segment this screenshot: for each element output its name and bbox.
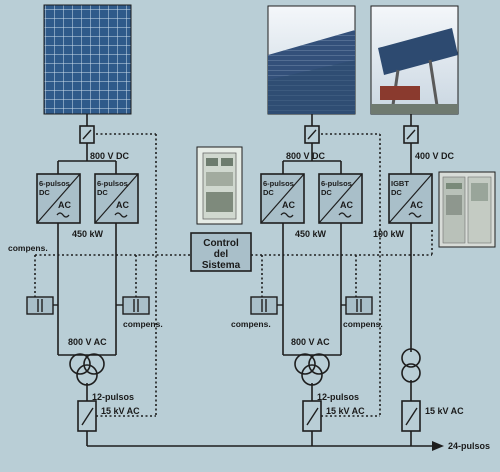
inverter-ac-label: AC xyxy=(58,200,71,210)
control-label-line1: Control xyxy=(203,238,239,249)
control-label-line3: Sistema xyxy=(202,260,241,271)
fuse-switch-icon xyxy=(77,125,421,432)
compens-label: compens. xyxy=(123,319,163,329)
capacitor-bank-icon xyxy=(26,296,373,315)
inverter-dc-label: DC xyxy=(321,188,332,197)
inverter-cabinet-photo xyxy=(438,171,496,248)
output-label: 24-pulsos xyxy=(448,441,490,451)
compens-label: compens. xyxy=(8,243,48,253)
inverter-label: 6-pulsos xyxy=(321,179,352,188)
transformer-icon xyxy=(58,348,421,386)
control-signal-lines xyxy=(34,133,433,417)
inverter-dc-label: DC xyxy=(391,188,402,197)
inverter-diagonals xyxy=(36,173,433,224)
dc-voltage-label-middle: 800 V DC xyxy=(286,151,326,161)
solar-panel-photo-left xyxy=(43,4,132,115)
kv-label-middle: 15 kV AC xyxy=(326,406,365,416)
compens-label: compens. xyxy=(343,319,383,329)
dc-voltage-label-left: 800 V DC xyxy=(90,151,130,161)
compens-label: compens. xyxy=(231,319,271,329)
kv-label-left: 15 kV AC xyxy=(101,406,140,416)
kv-label-right: 15 kV AC xyxy=(425,406,464,416)
power-wiring xyxy=(57,114,432,447)
ac-voltage-label-left: 800 V AC xyxy=(68,337,107,347)
inverter-ac-label: AC xyxy=(340,200,353,210)
switch-contacts xyxy=(81,129,418,426)
inverter-dc-label: DC xyxy=(97,188,108,197)
capacitor-plates xyxy=(37,299,362,312)
inverter-label: 6-pulsos xyxy=(97,179,128,188)
pulse-label-left: 12-pulsos xyxy=(92,392,134,402)
control-label-line2: del xyxy=(214,249,229,260)
dc-voltage-label-right: 400 V DC xyxy=(415,151,455,161)
power-label-middle: 450 kW xyxy=(295,229,327,239)
ac-voltage-label-middle: 800 V AC xyxy=(291,337,330,347)
inverter-label: 6-pulsos xyxy=(263,179,294,188)
inverter-ac-label: AC xyxy=(116,200,129,210)
pulse-label-middle: 12-pulsos xyxy=(317,392,359,402)
power-label-right: 100 kW xyxy=(373,229,405,239)
inverter-ac-label: AC xyxy=(282,200,295,210)
inverter-ac-label: AC xyxy=(410,200,423,210)
inverter-label: IGBT xyxy=(391,179,409,188)
power-label-left: 450 kW xyxy=(72,229,104,239)
output-arrow-icon xyxy=(432,441,444,451)
inverter-ac-waves xyxy=(56,212,422,218)
inverter-dc-label: DC xyxy=(263,188,274,197)
inverter-label: 6-pulsos xyxy=(39,179,70,188)
solar-panel-photo-middle xyxy=(267,5,356,115)
control-system-box xyxy=(190,232,252,272)
solar-tracker-photo-right xyxy=(370,5,459,115)
control-cabinet-photo xyxy=(196,146,243,225)
inverter-dc-label: DC xyxy=(39,188,50,197)
